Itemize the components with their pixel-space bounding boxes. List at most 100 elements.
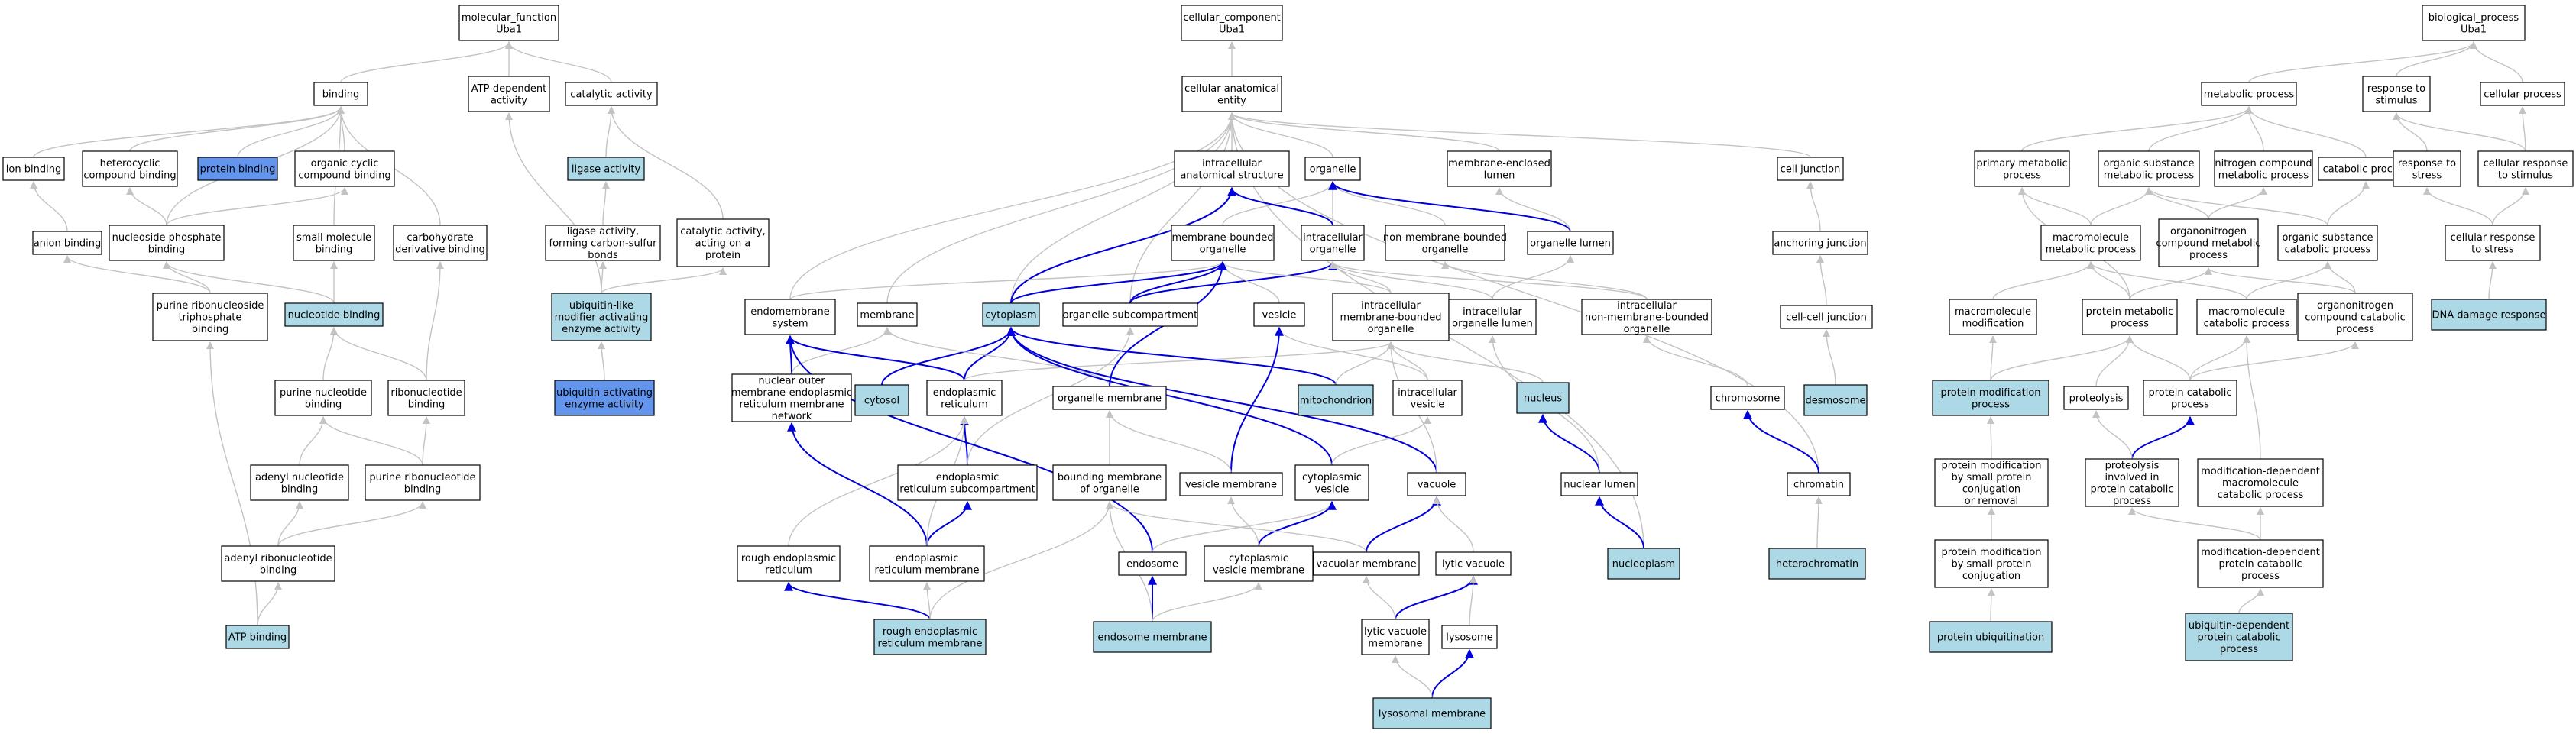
go-term-box: [2040, 225, 2141, 261]
go-term-node-vesicle: vesicle: [1253, 302, 1305, 327]
go-term-label-line: process: [2241, 571, 2280, 582]
go-term-label-line: organic cyclic: [311, 158, 379, 170]
highlighted-edge-vacuole-to-cytoplasm: [1006, 326, 1437, 474]
go-term-node-orgmem: organelle membrane: [1052, 386, 1167, 410]
go-term-node-orglumen: organelle lumen: [1527, 231, 1614, 255]
edge-catact-to-mf: [505, 41, 612, 83]
go-term-label-line: bounding membrane: [1058, 472, 1162, 483]
go-term-label-line: binding: [404, 483, 441, 495]
go-term-label-line: desmosome: [1805, 396, 1865, 407]
go-term-label-line: organelle: [1368, 324, 1414, 335]
go-term-label-line: non-membrane-bounded: [1383, 232, 1507, 244]
go-term-label-line: binding: [192, 324, 228, 335]
go-term-box: [1607, 548, 1680, 580]
go-term-label-line: endomembrane: [750, 306, 830, 318]
edge-moddepmacro-to-macrocat: [2243, 335, 2261, 460]
go-term-box: [1181, 5, 1283, 41]
go-term-box: [2082, 299, 2178, 335]
go-term-box: [1516, 382, 1570, 414]
go-term-label-line: involved in: [2105, 472, 2159, 483]
go-term-label-line: response to: [2367, 83, 2425, 95]
go-term-label-line: membrane-bounded: [1171, 232, 1273, 244]
highlighted-edge-orglumen-to-organelle: [1328, 180, 1571, 232]
edge-ribonuc-to-carbbind: [426, 261, 444, 381]
go-term-label-line: modification-dependent: [2201, 466, 2320, 477]
edge-moddepprot-to-proteoinv: [2128, 507, 2261, 541]
edge-proteolysis-to-protmet: [2095, 335, 2134, 387]
go-term-label-line: cellular anatomical: [1184, 83, 1279, 95]
edge-anionbind-to-ionbind: [30, 181, 68, 232]
go-term-label-line: reticulum: [941, 399, 988, 410]
go-term-label-line: metabolic process: [2204, 89, 2295, 101]
go-term-box: [1934, 458, 2049, 507]
go-term-label-line: protein ubiquitination: [1937, 632, 2044, 644]
go-term-label-line: protein: [705, 250, 740, 261]
go-term-label-line: nuclear lumen: [1563, 480, 1635, 491]
go-term-label-line: response to: [2398, 158, 2456, 170]
go-term-box: [1787, 472, 1851, 496]
go-term-box: [2431, 299, 2547, 331]
edge-purnuc-to-nucbind: [322, 327, 338, 381]
go-term-box: [2, 157, 65, 181]
go-term-box: [2480, 82, 2565, 106]
edge-memenc-to-cae: [1228, 112, 1500, 152]
go-term-node-anchjunc: anchoring junction: [1772, 231, 1868, 255]
go-term-box: [1581, 299, 1712, 335]
edge-orgnitcat-to-orgsubcat: [2324, 261, 2356, 294]
go-term-label-line: protein modification: [1941, 460, 2041, 471]
go-term-label-line: purine nucleotide: [280, 387, 367, 399]
edge-vesmem-to-orgmem: [1106, 410, 1232, 474]
go-term-label-line: organelle subcompartment: [1063, 310, 1198, 322]
go-term-node-protubiq: protein ubiquitination: [1929, 621, 2053, 653]
go-term-box: [1171, 225, 1275, 261]
edge-atpbind-to-adribo: [257, 582, 282, 626]
go-term-node-vacmem: vacuolar membrane: [1313, 551, 1420, 576]
highlighted-edge-orgsub-to-intorg: [1129, 260, 1337, 304]
edge-nonmem-to-organelle: [1329, 181, 1446, 226]
go-term-label-line: endosome membrane: [1097, 632, 1207, 644]
edge-rer-to-er: [788, 416, 968, 547]
go-term-label-line: protein catabolic: [2148, 387, 2231, 399]
go-term-label-line: binding: [408, 399, 445, 410]
go-term-label-line: catalytic activity: [570, 89, 653, 101]
go-term-box: [1361, 619, 1430, 655]
go-term-label-line: proteolysis: [2105, 460, 2160, 471]
highlighted-edge-chromatin-to-chromosome: [1743, 409, 1819, 474]
go-term-node-desmosome: desmosome: [1803, 384, 1868, 416]
go-term-box: [1385, 225, 1505, 261]
go-term-label-line: small molecule: [296, 232, 371, 244]
go-term-label-line: process: [2003, 170, 2041, 181]
go-term-box: [1181, 76, 1282, 112]
go-term-box: [1298, 384, 1374, 416]
go-term-label-line: catabolic process: [2323, 164, 2409, 176]
go-term-label-line: binding: [281, 483, 318, 495]
edge-orgnitcat-to-orgnitmet: [2205, 267, 2356, 294]
edge-cellproc-to-bp: [2470, 41, 2523, 83]
go-term-label-line: protein catabolic: [2090, 483, 2173, 495]
edge-hetbind-to-binding: [129, 106, 345, 152]
go-term-label-line: to stress: [2471, 244, 2514, 255]
go-term-label-line: anion binding: [34, 238, 102, 250]
go-term-label-line: metabolic process: [2218, 170, 2309, 181]
edge-vacmem-to-boundmem: [1106, 501, 1367, 553]
go-term-label-line: enzyme activity: [562, 324, 641, 335]
edge-ublact-to-catprot: [601, 267, 727, 294]
go-term-box: [1204, 545, 1314, 582]
edge-purribotri-to-anionbind: [63, 255, 211, 294]
go-term-label-line: membrane: [860, 310, 914, 322]
edge-lyticvac-to-vacuole: [1433, 496, 1474, 553]
go-term-box: [2277, 225, 2378, 261]
